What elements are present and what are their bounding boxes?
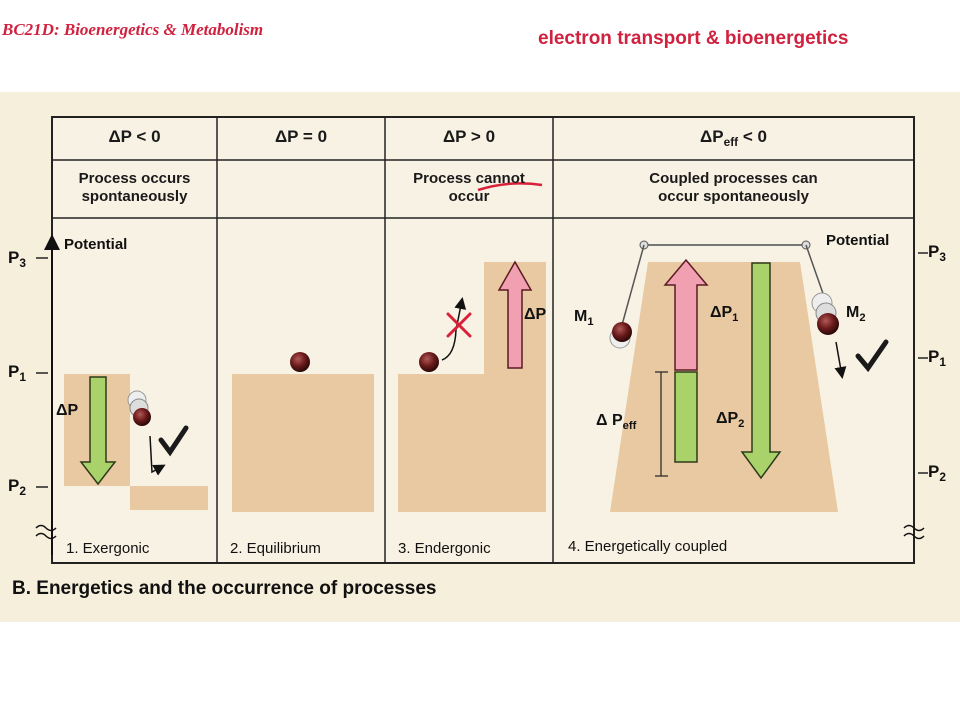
checkmark-icon (855, 339, 889, 373)
delta-peff-label: Δ Peff (596, 412, 636, 432)
axis-break-right (903, 524, 925, 540)
level-main: P (928, 242, 940, 261)
topic-title: electron transport & bioenergetics (538, 28, 849, 49)
level-main: P (8, 248, 20, 267)
condition-main: ΔP (700, 127, 724, 146)
mass-m2-label: M2 (846, 304, 866, 324)
level-main: P (8, 362, 20, 381)
delta-p1-up-arrow (663, 258, 709, 371)
level-sub: 2 (19, 484, 26, 498)
axis-break-left (35, 524, 57, 540)
level-p2-label: P2 (8, 476, 26, 498)
delta-peff-bar (674, 371, 698, 463)
m2-path-arrow (834, 341, 847, 379)
result-line: occur (448, 188, 490, 205)
delta-p2-down-arrow (740, 262, 782, 480)
level-p1-label: P1 (8, 362, 26, 384)
delta-main: ΔP (710, 304, 733, 321)
equilibrium-block (232, 374, 374, 512)
panel-2-label: 2. Equilibrium (230, 540, 321, 557)
checkmark-icon (158, 425, 189, 457)
exergonic-down-arrow (79, 376, 117, 486)
mass-m1-icon (612, 322, 632, 342)
result-line: Process occurs (78, 170, 191, 187)
mass-sub: 2 (859, 312, 866, 324)
level-p3-label: P3 (8, 248, 26, 270)
course-title: BC21D: Bioenergetics & Metabolism (2, 20, 264, 39)
coupled-plateau-block (610, 262, 838, 512)
result-line: Coupled processes can (649, 170, 818, 187)
mass-sub: 1 (587, 316, 594, 328)
panel-4-label: 4. Energetically coupled (568, 538, 728, 555)
endergonic-up-arrow (497, 260, 533, 369)
delta-p2-label: ΔP2 (716, 410, 744, 430)
column-2-condition: ΔP = 0 (274, 127, 328, 146)
result-line: occur spontaneously (658, 188, 809, 205)
ball-icon (290, 352, 310, 372)
level-sub: 1 (19, 370, 26, 384)
delta-p-label-exergonic: ΔP (56, 402, 79, 419)
level-sub: 1 (939, 355, 946, 369)
delta-sub: 2 (738, 418, 745, 430)
panel-1-label: 1. Exergonic (66, 540, 150, 557)
delta-sub: 1 (732, 312, 739, 324)
level-sub: 2 (939, 470, 946, 484)
figure-caption: B. Energetics and the occurrence of proc… (12, 578, 437, 599)
delta-p-label-endergonic: ΔP (524, 306, 547, 323)
result-line: Process cannot (413, 170, 525, 187)
column-1-condition: ΔP < 0 (108, 127, 161, 146)
exergonic-low-block (130, 486, 208, 510)
cross-icon (446, 312, 472, 338)
level-main: P (928, 462, 940, 481)
mass-m1-label: M1 (574, 308, 594, 328)
ball-icon (133, 408, 151, 426)
condition-sub: eff (723, 135, 739, 149)
level-p1-label-right: P1 (928, 347, 946, 369)
rope-m2 (805, 244, 827, 303)
level-p3-label-right: P3 (928, 242, 946, 264)
level-main: P (8, 476, 20, 495)
level-main: P (928, 347, 940, 366)
delta-p1-label: ΔP1 (710, 304, 738, 324)
column-4-condition: ΔPeff < 0 (553, 127, 914, 149)
condition-rest: < 0 (738, 127, 767, 146)
level-sub: 3 (939, 250, 946, 264)
delta-main: ΔP (716, 410, 739, 427)
panel-3-label: 3. Endergonic (398, 540, 491, 557)
mass-main: M (846, 304, 860, 321)
ball-icon (419, 352, 439, 372)
level-p2-label-right: P2 (928, 462, 946, 484)
potential-label-right: Potential (826, 232, 890, 249)
mass-m2-icon (817, 313, 839, 335)
delta-main: Δ P (596, 412, 623, 429)
delta-sub: eff (622, 420, 637, 432)
column-3-condition: ΔP > 0 (442, 127, 496, 146)
underline-cannot (477, 182, 543, 192)
level-sub: 3 (19, 256, 26, 270)
result-line: spontaneously (81, 188, 188, 205)
endergonic-low-block (398, 374, 484, 512)
potential-label: Potential (64, 236, 128, 253)
rope-m1 (621, 244, 645, 326)
ball-path-arrow (149, 435, 166, 476)
mass-main: M (574, 308, 588, 325)
